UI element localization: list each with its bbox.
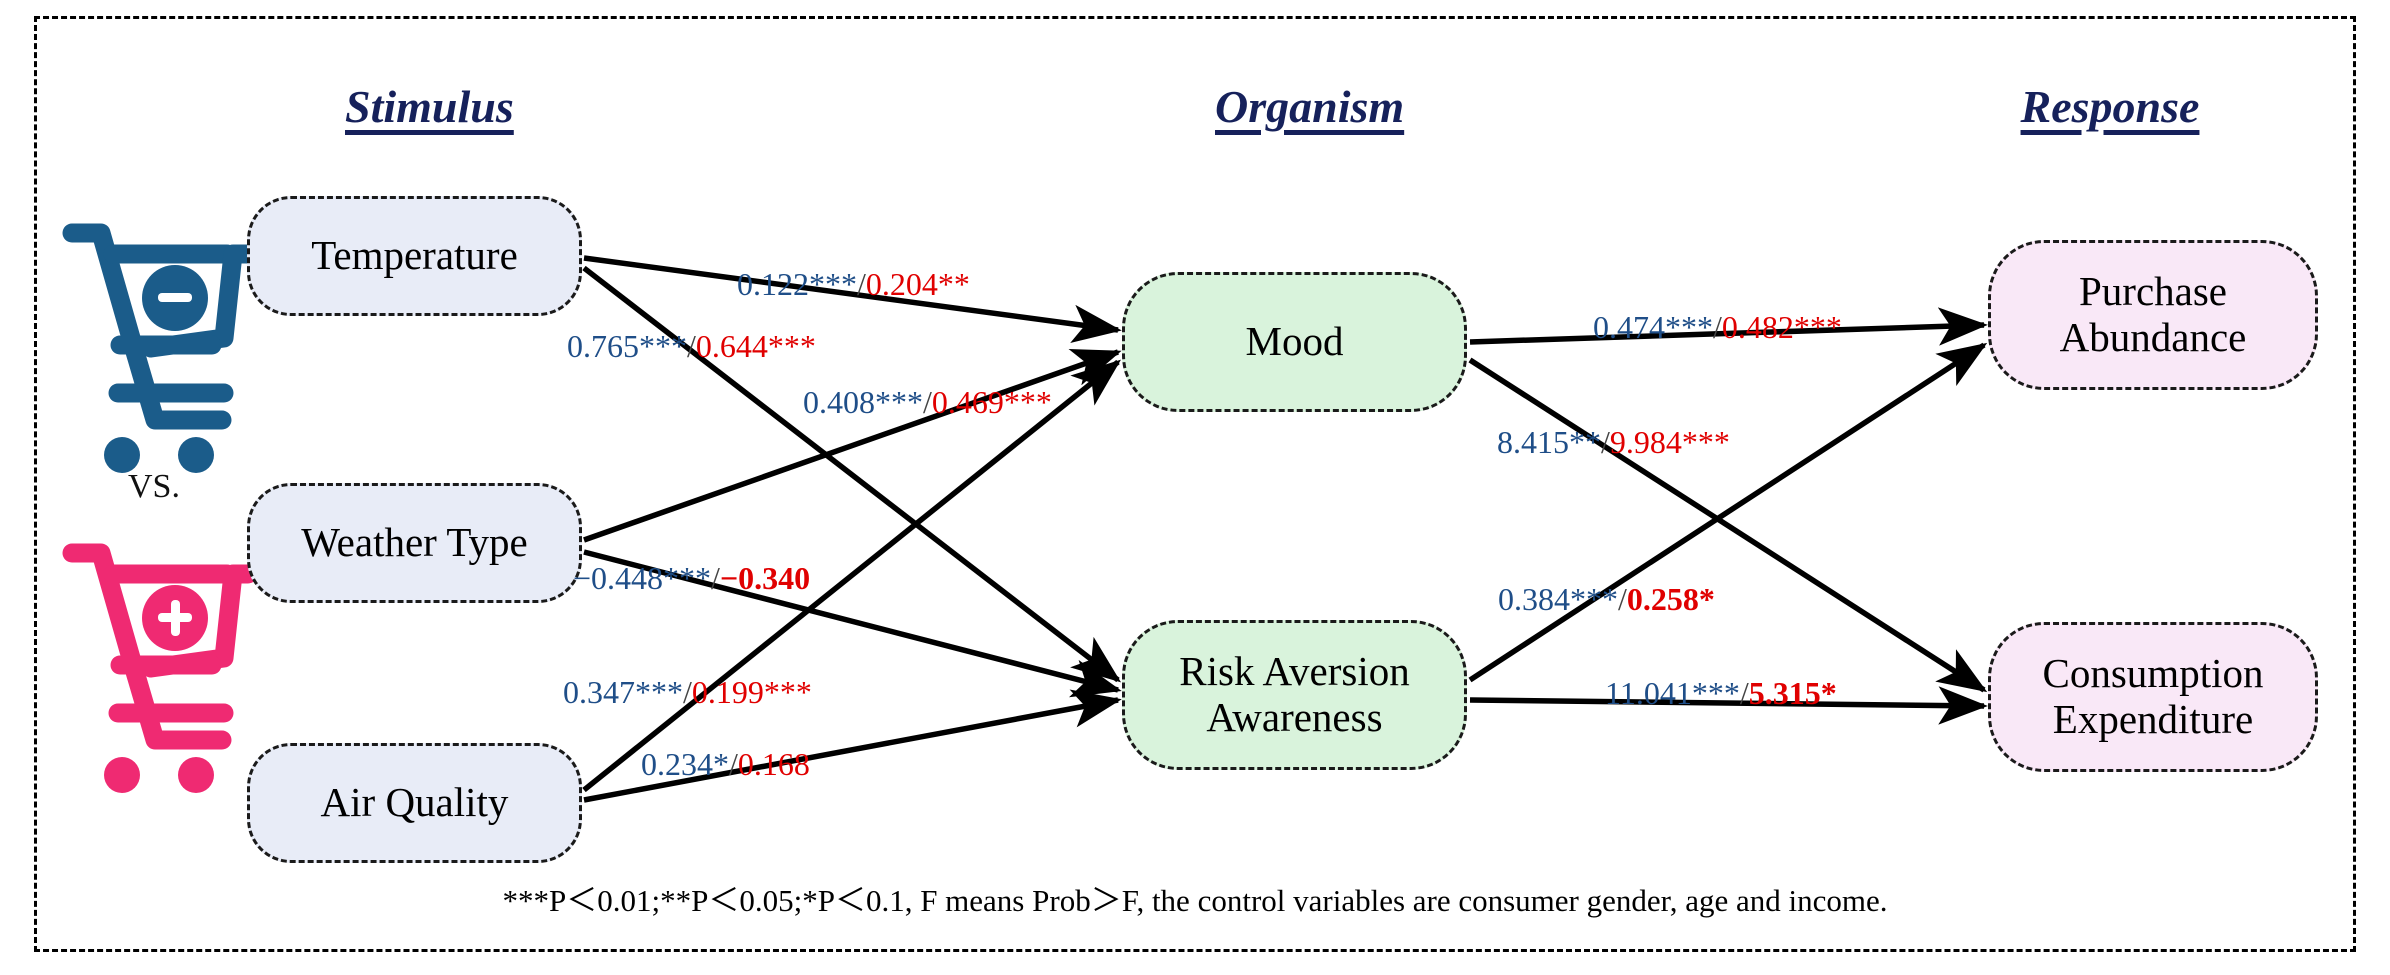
node-consumption-line2: Expenditure [2052, 696, 2254, 742]
node-risk-aversion-awareness-label: Risk Aversion Awareness [1179, 648, 1410, 741]
node-weather-type[interactable]: Weather Type [247, 483, 582, 603]
coefficient-blue: 0.765*** [567, 328, 687, 364]
shopping-cart-minus-wheels [104, 437, 214, 473]
coefficient-red: 9.984*** [1609, 424, 1730, 460]
edge-label-temperature-to-mood: 0.122***/0.204** [737, 268, 970, 300]
coefficient-red: 0.482*** [1721, 309, 1842, 345]
column-heading-response: Response [2020, 81, 2200, 132]
node-temperature[interactable]: Temperature [247, 196, 582, 316]
edge-label-weather-to-risk: −0.448***/−0.340 [573, 562, 810, 594]
versus-label: VS. [128, 468, 180, 505]
edge-label-risk-to-purchase: 0.384***/0.258* [1498, 583, 1715, 615]
coefficient-red: 0.168 [737, 746, 810, 782]
node-purchase-abundance-label: Purchase Abundance [2059, 268, 2247, 361]
edge-label-mood-to-consumption: 8.415**/9.984*** [1497, 426, 1730, 458]
node-mood-label: Mood [1245, 318, 1344, 365]
node-air-quality-label: Air Quality [320, 779, 509, 826]
column-heading-organism: Organism [1215, 81, 1405, 132]
node-purchase-line2: Abundance [2059, 314, 2247, 360]
node-temperature-label: Temperature [311, 232, 518, 279]
coefficient-red: −0.340 [719, 560, 811, 596]
coefficient-separator: / [1713, 309, 1722, 345]
node-consumption-expenditure-label: Consumption Expenditure [2042, 650, 2264, 743]
coefficient-blue: 0.384*** [1498, 581, 1618, 617]
coefficient-blue: −0.448*** [573, 560, 712, 596]
figure-dashed-border [34, 16, 2356, 952]
shopping-cart-plus-wheels [104, 757, 214, 793]
coefficient-red: 5.315* [1748, 675, 1837, 711]
column-heading-stimulus: Stimulus [345, 81, 514, 132]
edge-label-temperature-to-risk: 0.765***/0.644*** [567, 330, 816, 362]
node-air-quality[interactable]: Air Quality [247, 743, 582, 863]
coefficient-blue: 0.408*** [803, 384, 923, 420]
coefficient-separator: / [1601, 424, 1610, 460]
coefficient-blue: 0.347*** [563, 674, 683, 710]
node-consumption-expenditure[interactable]: Consumption Expenditure [1988, 622, 2318, 772]
shopping-cart-plus-icon [62, 543, 258, 750]
node-purchase-abundance[interactable]: Purchase Abundance [1988, 240, 2318, 390]
coefficient-separator: / [923, 384, 932, 420]
coefficient-red: 0.199*** [691, 674, 812, 710]
coefficient-separator: / [687, 328, 696, 364]
shopping-cart-minus-badge [142, 265, 208, 331]
coefficient-separator: / [1739, 675, 1749, 711]
edge-label-weather-to-mood: 0.408***/0.469*** [803, 386, 1052, 418]
edge-label-air-to-risk: 0.234*/0.168 [641, 748, 810, 780]
coefficient-red: 0.644*** [695, 328, 816, 364]
node-risk-line2: Awareness [1206, 694, 1383, 740]
node-weather-type-label: Weather Type [301, 519, 528, 566]
coefficient-blue: 8.415** [1497, 424, 1601, 460]
coefficient-red: 0.469*** [931, 384, 1052, 420]
coefficient-separator: / [683, 674, 692, 710]
shopping-cart-plus-badge [142, 585, 208, 651]
coefficient-separator: / [729, 746, 738, 782]
edge-label-risk-to-consumption: 11.041***/5.315* [1605, 677, 1837, 709]
coefficient-red: 0.204** [865, 266, 970, 302]
node-mood[interactable]: Mood [1122, 272, 1467, 412]
node-consumption-line1: Consumption [2042, 650, 2264, 697]
coefficient-separator: / [711, 560, 720, 596]
edge-label-air-to-mood: 0.347***/0.199*** [563, 676, 812, 708]
edge-label-mood-to-purchase: 0.474***/0.482*** [1593, 311, 1842, 343]
node-risk-line1: Risk Aversion [1179, 648, 1410, 695]
shopping-cart-minus-icon [62, 223, 258, 430]
coefficient-separator: / [857, 266, 866, 302]
figure-footnote: ***P＜0.01;**P＜0.05;*P＜0.1, F means Prob＞… [502, 883, 1888, 918]
node-purchase-line1: Purchase [2078, 268, 2227, 315]
coefficient-separator: / [1618, 581, 1627, 617]
coefficient-blue: 11.041*** [1605, 675, 1740, 711]
node-risk-aversion-awareness[interactable]: Risk Aversion Awareness [1122, 620, 1467, 770]
coefficient-blue: 0.474*** [1593, 309, 1713, 345]
coefficient-blue: 0.122*** [737, 266, 857, 302]
coefficient-red: 0.258* [1626, 581, 1715, 617]
coefficient-blue: 0.234* [641, 746, 729, 782]
